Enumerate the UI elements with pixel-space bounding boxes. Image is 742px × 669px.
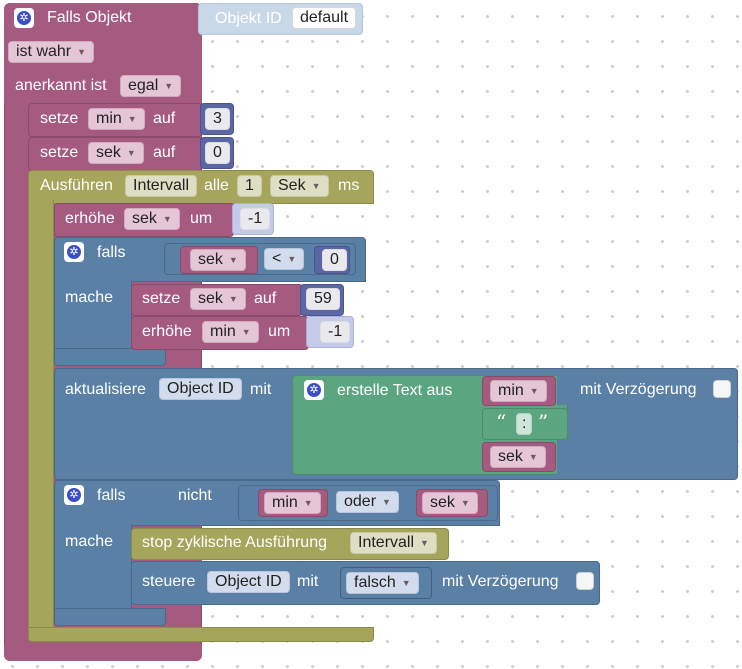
compare-right-value[interactable]: 0 [322,249,347,271]
if1-set-var[interactable]: sek▼ [190,288,246,310]
control-label: steuere [142,573,196,590]
interval-name[interactable]: Intervall [125,175,198,197]
set-min-var[interactable]: min▼ [88,108,145,130]
control-object-id[interactable]: Object ID [207,571,290,593]
interval-block-side [28,200,54,630]
object-id-label: Objekt ID [215,10,282,27]
update-with-label: mit [250,381,272,398]
event-title: Falls Objekt [47,9,132,26]
set-sek-value[interactable]: 0 [205,142,230,164]
update-delay-checkbox[interactable] [713,380,731,398]
compare-left-var[interactable]: sek▼ [190,249,246,271]
text-item1-var[interactable]: min▼ [490,380,547,402]
dec-sek-value[interactable]: -1 [240,208,271,230]
event-gear-icon[interactable]: ✲ [14,8,34,28]
if2-gear-icon[interactable]: ✲ [64,485,84,505]
update-label: aktualisiere [65,381,146,398]
dec-sek-label: erhöhe [65,210,115,227]
ack-label: anerkannt ist [15,77,107,94]
text-join-gap-2 [557,440,569,475]
text-join-label: erstelle Text aus [337,382,453,399]
set-min-label: setze [40,110,79,127]
interval-value[interactable]: 1 [237,175,262,197]
quote-open-icon: “ [496,410,507,434]
dec-sek-var[interactable]: sek▼ [124,208,180,230]
condition-dropdown[interactable]: ist wahr▼ [8,41,95,63]
text-item3-var[interactable]: sek▼ [490,446,546,468]
ack-dropdown[interactable]: egal▼ [120,75,182,97]
dec-sek-by: um [190,210,213,227]
or-operator[interactable]: oder▼ [336,491,399,513]
set-sek-to: auf [153,144,176,161]
if2-do-label: mache [65,533,114,550]
event-block-bottom [4,644,202,661]
if2-if-label: falls [97,487,126,504]
or-right-var[interactable]: sek▼ [422,492,478,514]
set-sek-var[interactable]: sek▼ [88,142,144,164]
interval-ms-label: ms [338,177,360,194]
set-min-value[interactable]: 3 [205,108,230,130]
stop-dropdown[interactable]: Intervall▼ [350,532,437,554]
if1-inc-label: erhöhe [142,323,192,340]
if1-do-label: mache [65,289,114,306]
if1-inc-var[interactable]: min▼ [202,321,259,343]
or-left-var[interactable]: min▼ [264,492,321,514]
if1-set-label: setze [142,290,181,307]
if1-inc-by: um [268,323,291,340]
update-object-id[interactable]: Object ID [159,378,242,400]
compare-operator[interactable]: <▼ [264,248,305,270]
text-join-gear-icon[interactable]: ✲ [304,380,324,400]
if1-set-to: auf [254,290,277,307]
control-delay-label: mit Verzögerung [442,573,559,590]
if2-block-bottom [54,608,166,626]
if2-not-label: nicht [178,487,212,504]
if1-set-value[interactable]: 59 [306,288,340,310]
object-id-value[interactable]: default [292,7,357,29]
set-min-to: auf [153,110,176,127]
interval-block-bottom [28,627,374,642]
text-join-gap [557,375,569,405]
interval-every-label: alle [204,177,229,194]
control-with-label: mit [297,573,319,590]
interval-run-label: Ausführen [40,177,113,194]
control-value-dropdown[interactable]: falsch▼ [346,572,419,594]
if1-block-bottom [54,348,166,366]
quote-close-icon: ” [538,410,549,434]
text-item2-value[interactable]: : [516,413,533,435]
control-delay-checkbox[interactable] [576,572,594,590]
if1-if-label: falls [97,244,126,261]
if1-inc-value[interactable]: -1 [320,321,351,343]
stop-label: stop zyklische Ausführung [142,534,327,551]
interval-unit-dropdown[interactable]: Sek▼ [270,175,329,197]
set-sek-label: setze [40,144,79,161]
update-delay-label: mit Verzögerung [580,381,697,398]
if1-gear-icon[interactable]: ✲ [64,242,84,262]
